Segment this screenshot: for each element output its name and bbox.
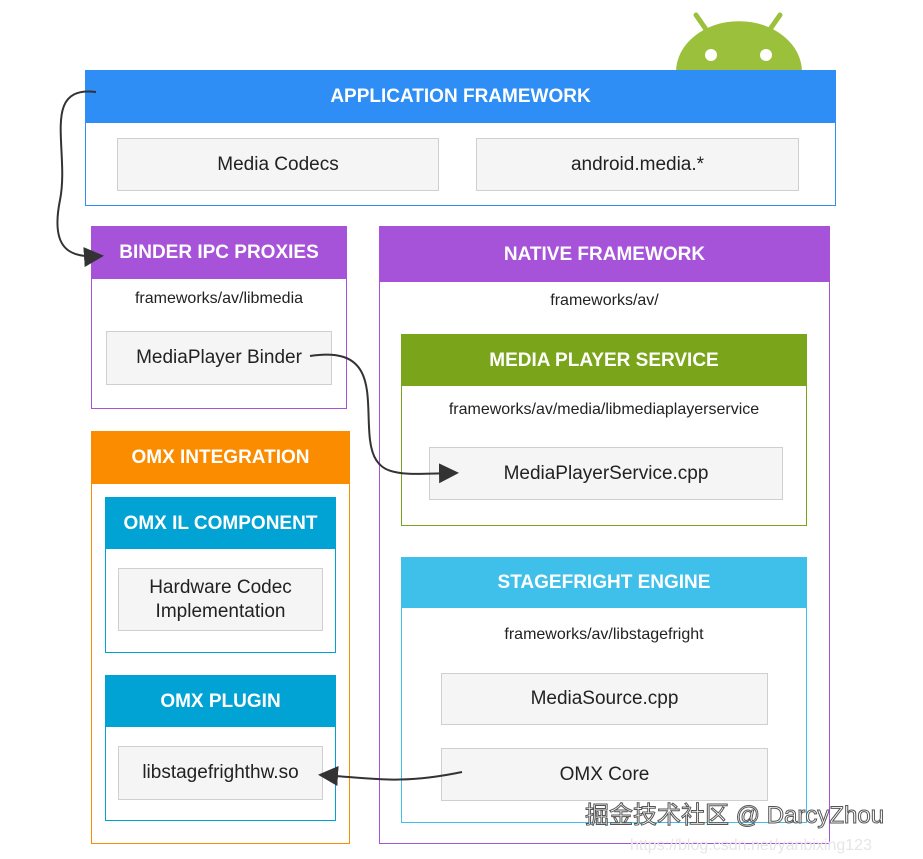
media-codecs: Media Codecs [117,138,439,191]
libstagefrighthw-so: libstagefrighthw.so [118,746,323,800]
application-framework-title: APPLICATION FRAMEWORK [86,71,835,123]
omx-il-title: OMX IL COMPONENT [106,498,335,549]
stagefright-path: frameworks/av/libstagefright [504,626,704,643]
hw-line1: Hardware Codec [149,576,292,598]
stagefright-engine: STAGEFRIGHT ENGINE frameworks/av/libstag… [401,557,807,823]
watermark: 掘金技术社区 @ DarcyZhou [584,802,885,830]
arrow-binder-to-mps [309,353,459,484]
omx-integration-title: OMX INTEGRATION [92,432,349,484]
android-media: android.media.* [476,138,799,191]
watermark-url: https://blog.csdn.net/yanbixing123 [630,837,872,854]
binder-path: frameworks/av/libmedia [134,290,304,307]
omx-il-component: OMX IL COMPONENT Hardware Codec Implemen… [105,497,336,653]
native-title: NATIVE FRAMEWORK [380,227,829,282]
arrow-omxcore-to-plugin [318,766,463,786]
mps-path: frameworks/av/media/libmediaplayerservic… [448,401,760,418]
omx-plugin-title: OMX PLUGIN [106,676,335,727]
mps-title: MEDIA PLAYER SERVICE [402,335,806,386]
application-framework: APPLICATION FRAMEWORK Media Codecs andro… [85,70,836,206]
binder-ipc-proxies: BINDER IPC PROXIES frameworks/av/libmedi… [91,226,347,409]
hardware-codec-implementation: Hardware Codec Implementation [118,568,323,631]
media-player-service: MEDIA PLAYER SERVICE frameworks/av/media… [401,334,807,526]
arrow-app-to-binder [56,90,104,268]
mediaplayer-binder: MediaPlayer Binder [106,331,332,385]
omx-core: OMX Core [441,748,768,801]
binder-title: BINDER IPC PROXIES [92,227,346,279]
omx-plugin: OMX PLUGIN libstagefrighthw.so [105,675,336,821]
mediasource-cpp: MediaSource.cpp [441,673,768,725]
hw-line2: Implementation [155,600,286,622]
stagefright-title: STAGEFRIGHT ENGINE [402,558,806,608]
native-path: frameworks/av/ [550,292,659,309]
mediaplayerservice-cpp: MediaPlayerService.cpp [429,447,783,500]
